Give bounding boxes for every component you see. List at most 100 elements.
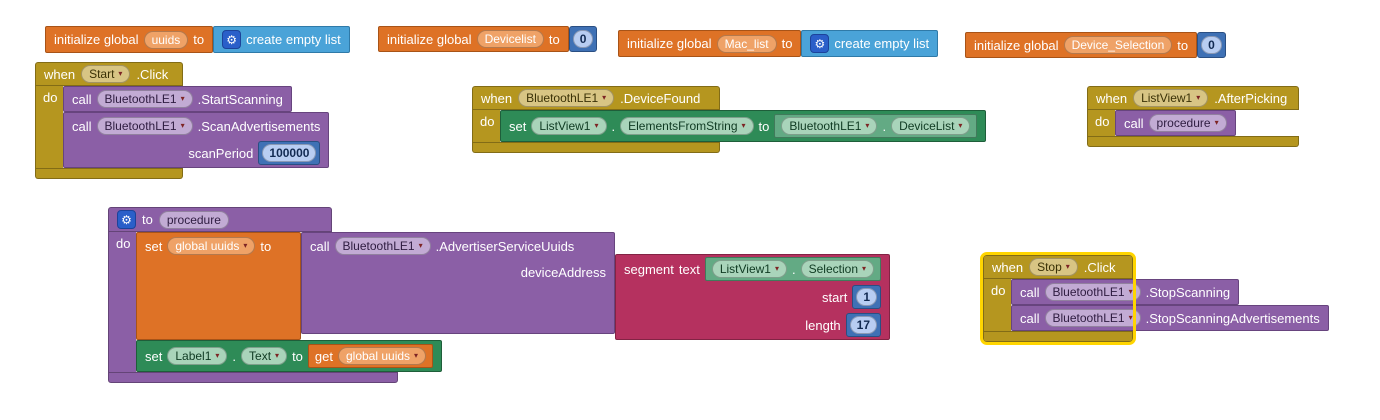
to-label: to [781,36,793,51]
chevron-down-icon: ▾ [774,264,779,273]
set-label1-text-block[interactable]: set Label1▾ . Text▾ to get global uuids▾ [136,340,443,372]
number-block[interactable]: 0 [1197,32,1226,58]
do-gutter: do [983,279,1011,331]
variable-dropdown-global-uuids[interactable]: global uuids▾ [337,347,427,365]
create-empty-list-block[interactable]: ⚙ create empty list [213,26,350,53]
call-advertiserserviceuuids-block[interactable]: call BluetoothLE1▾ .AdvertiserServiceUui… [301,232,615,334]
variable-name-field[interactable]: Devicelist [476,30,544,48]
segment-length-param-label: length [805,317,841,333]
procedure-definition-block[interactable]: ⚙ to procedure do set global uuids▾ to [108,207,891,383]
block-foot [472,142,720,153]
component-dropdown-listview1[interactable]: ListView1▾ [1133,89,1209,107]
number-value[interactable]: 0 [1201,36,1222,54]
mutator-gear-icon[interactable]: ⚙ [222,30,242,49]
block-foot [1087,136,1299,147]
number-block[interactable]: 100000 [258,141,321,165]
variable-name-field[interactable]: uuids [143,30,189,49]
call-stopscanningadvertisements-block[interactable]: call BluetoothLE1▾ .StopScanningAdvertis… [1011,305,1329,331]
variable-dropdown-global-uuids[interactable]: global uuids▾ [167,237,256,255]
when-stop-click-block[interactable]: when Stop▾ .Click do call BluetoothLE1▾ … [980,252,1329,345]
call-label: call [72,91,92,107]
component-dropdown-bluetoothle1[interactable]: BluetoothLE1▾ [96,90,193,108]
property-dropdown-selection[interactable]: Selection▾ [800,260,875,278]
when-devicefound-block[interactable]: when BluetoothLE1▾ .DeviceFound do set L… [472,86,987,153]
component-dropdown-bluetoothle1[interactable]: BluetoothLE1▾ [781,117,878,135]
call-label: call [1124,115,1144,131]
when-label: when [1096,90,1128,106]
initialize-global-label: initialize global [54,32,139,47]
component-dropdown-bluetoothle1[interactable]: BluetoothLE1▾ [518,89,615,107]
get-devicelist-block[interactable]: BluetoothLE1▾ . DeviceList▾ [774,114,978,138]
component-dropdown-bluetoothle1[interactable]: BluetoothLE1▾ [96,117,193,135]
call-startscanning-block[interactable]: call BluetoothLE1▾ .StartScanning [63,86,292,112]
chevron-down-icon: ▾ [741,121,746,130]
initialize-global-uuids-block[interactable]: initialize global uuids to [45,26,214,53]
to-label: to [292,348,303,364]
call-procedure-block[interactable]: call procedure▾ [1115,110,1236,136]
set-listview-elements-block[interactable]: set ListView1▾ . ElementsFromString▾ to … [500,110,987,142]
get-listview-selection-block[interactable]: ListView1▾ . Selection▾ [704,257,882,281]
dropdown-value: procedure [1156,116,1211,130]
dropdown-value: Stop [1037,260,1062,274]
procedure-dropdown[interactable]: procedure▾ [1148,114,1227,132]
create-empty-list-block[interactable]: ⚙ create empty list [801,30,939,57]
procedure-name-field[interactable]: procedure [158,210,229,229]
dropdown-value: BluetoothLE1 [789,119,862,133]
number-value[interactable]: 0 [572,30,594,48]
mutator-gear-icon[interactable]: ⚙ [117,210,136,229]
number-block[interactable]: 0 [568,26,598,52]
initialize-global-maclist-block[interactable]: initialize global Mac_list to [618,30,802,57]
component-dropdown-label1[interactable]: Label1▾ [167,347,228,365]
dropdown-value: BluetoothLE1 [1052,285,1125,299]
set-label: set [509,118,527,134]
dropdown-value: DeviceList [899,119,955,133]
property-dropdown-devicelist[interactable]: DeviceList▾ [891,117,971,135]
to-label: to [548,31,560,47]
chevron-down-icon: ▾ [118,69,123,78]
variable-name-field[interactable]: Mac_list [716,34,777,53]
when-start-click-block[interactable]: when Start▾ .Click do call BluetoothLE1▾… [35,62,330,179]
event-name-label: .Click [1083,259,1116,275]
variable-name-field[interactable]: Device_Selection [1063,36,1173,54]
number-value[interactable]: 17 [849,316,878,334]
chevron-down-icon: ▾ [1196,93,1201,102]
init-global-uuids-assembly: initialize global uuids to ⚙ create empt… [45,26,350,53]
chevron-down-icon: ▾ [1065,262,1070,271]
do-gutter: do [35,86,63,168]
component-dropdown-stop[interactable]: Stop▾ [1029,258,1078,276]
variable-name-text: Mac_list [724,36,769,51]
component-dropdown-start[interactable]: Start▾ [81,65,131,83]
method-name-label: .StartScanning [197,91,283,107]
segment-text-param-label: text [678,261,700,277]
initialize-global-deviceselection-block[interactable]: initialize global Device_Selection to [965,32,1198,58]
chevron-down-icon: ▾ [1214,118,1219,127]
number-block[interactable]: 1 [852,285,882,309]
mutator-gear-icon[interactable]: ⚙ [810,34,830,53]
component-dropdown-listview1[interactable]: ListView1▾ [531,117,607,135]
call-scanadvertisements-block[interactable]: call BluetoothLE1▾ .ScanAdvertisements s… [63,112,330,168]
chevron-down-icon: ▾ [958,121,963,130]
dropdown-value: Label1 [175,349,212,363]
component-dropdown-bluetoothle1[interactable]: BluetoothLE1▾ [1044,309,1141,327]
component-dropdown-bluetoothle1[interactable]: BluetoothLE1▾ [1044,283,1141,301]
component-dropdown-listview1[interactable]: ListView1▾ [711,260,787,278]
when-afterpicking-block[interactable]: when ListView1▾ .AfterPicking do call pr… [1087,86,1299,147]
number-value[interactable]: 1 [856,288,878,306]
property-dropdown-text[interactable]: Text▾ [241,347,288,365]
component-dropdown-bluetoothle1[interactable]: BluetoothLE1▾ [334,237,431,255]
get-global-uuids-block[interactable]: get global uuids▾ [307,344,434,368]
segment-text-block[interactable]: segment text ListView1▾ . Selection▾ sta… [615,254,891,340]
set-global-uuids-block[interactable]: set global uuids▾ to [136,232,301,340]
number-block[interactable]: 17 [845,313,882,337]
method-name-label: .StopScanning [1145,284,1231,300]
init-global-maclist-assembly: initialize global Mac_list to ⚙ create e… [618,30,939,57]
property-dropdown-elementsfromstring[interactable]: ElementsFromString▾ [620,117,754,135]
call-stopscanning-block[interactable]: call BluetoothLE1▾ .StopScanning [1011,279,1240,305]
init-global-devicelist-assembly: initialize global Devicelist to 0 [378,26,598,52]
initialize-global-devicelist-block[interactable]: initialize global Devicelist to [378,26,569,52]
initialize-global-label: initialize global [627,36,712,51]
segment-label: segment [624,261,674,277]
number-value[interactable]: 100000 [262,144,317,162]
dropdown-value: ListView1 [539,119,591,133]
